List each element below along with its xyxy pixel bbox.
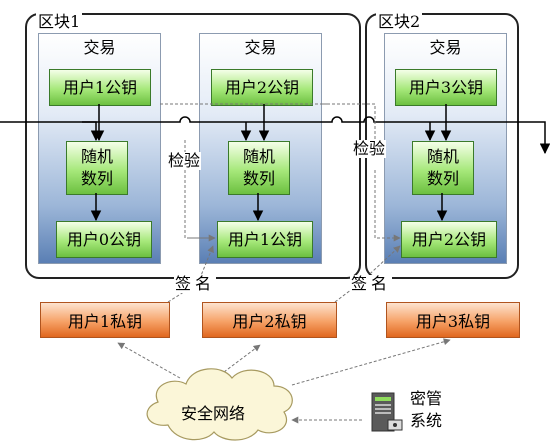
transaction-2-random-sequence: 随机 数列 (228, 141, 290, 195)
net-arrow-2 (219, 344, 261, 376)
server-icon (371, 392, 403, 432)
transaction-1-receiver-public-key: 用户0公钥 (56, 221, 152, 258)
sign-label-2: 签名 (350, 274, 393, 293)
secure-network-label: 安全网络 (181, 404, 246, 423)
net-arrow-1 (117, 342, 181, 379)
transaction-3-random-sequence: 随机 数列 (412, 141, 474, 195)
transaction-2-sender-public-key: 用户2公钥 (211, 69, 313, 106)
block-2-label: 区块2 (376, 12, 423, 31)
transaction-2-label: 交易 (244, 38, 277, 57)
private-key-user-3: 用户3私钥 (386, 302, 520, 338)
net-arrow-3 (291, 338, 451, 386)
transaction-3-sender-public-key: 用户3公钥 (395, 69, 497, 106)
key-manager-label: 密管 系统 (410, 389, 443, 430)
verify-label-1: 检验 (167, 151, 202, 170)
transaction-3-receiver-public-key: 用户2公钥 (401, 221, 497, 258)
transaction-1-sender-public-key: 用户1公钥 (49, 69, 151, 106)
private-key-user-1: 用户1私钥 (40, 302, 170, 338)
transaction-2-receiver-public-key: 用户1公钥 (217, 221, 313, 258)
block-1-label: 区块1 (36, 12, 83, 31)
transaction-1-random-sequence: 随机 数列 (66, 141, 128, 195)
verify-label-2: 检验 (352, 139, 387, 158)
transaction-1-label: 交易 (83, 38, 116, 57)
transaction-3-label: 交易 (429, 38, 462, 57)
sign-label-1: 签名 (174, 274, 217, 293)
private-key-user-2: 用户2私钥 (202, 302, 337, 338)
